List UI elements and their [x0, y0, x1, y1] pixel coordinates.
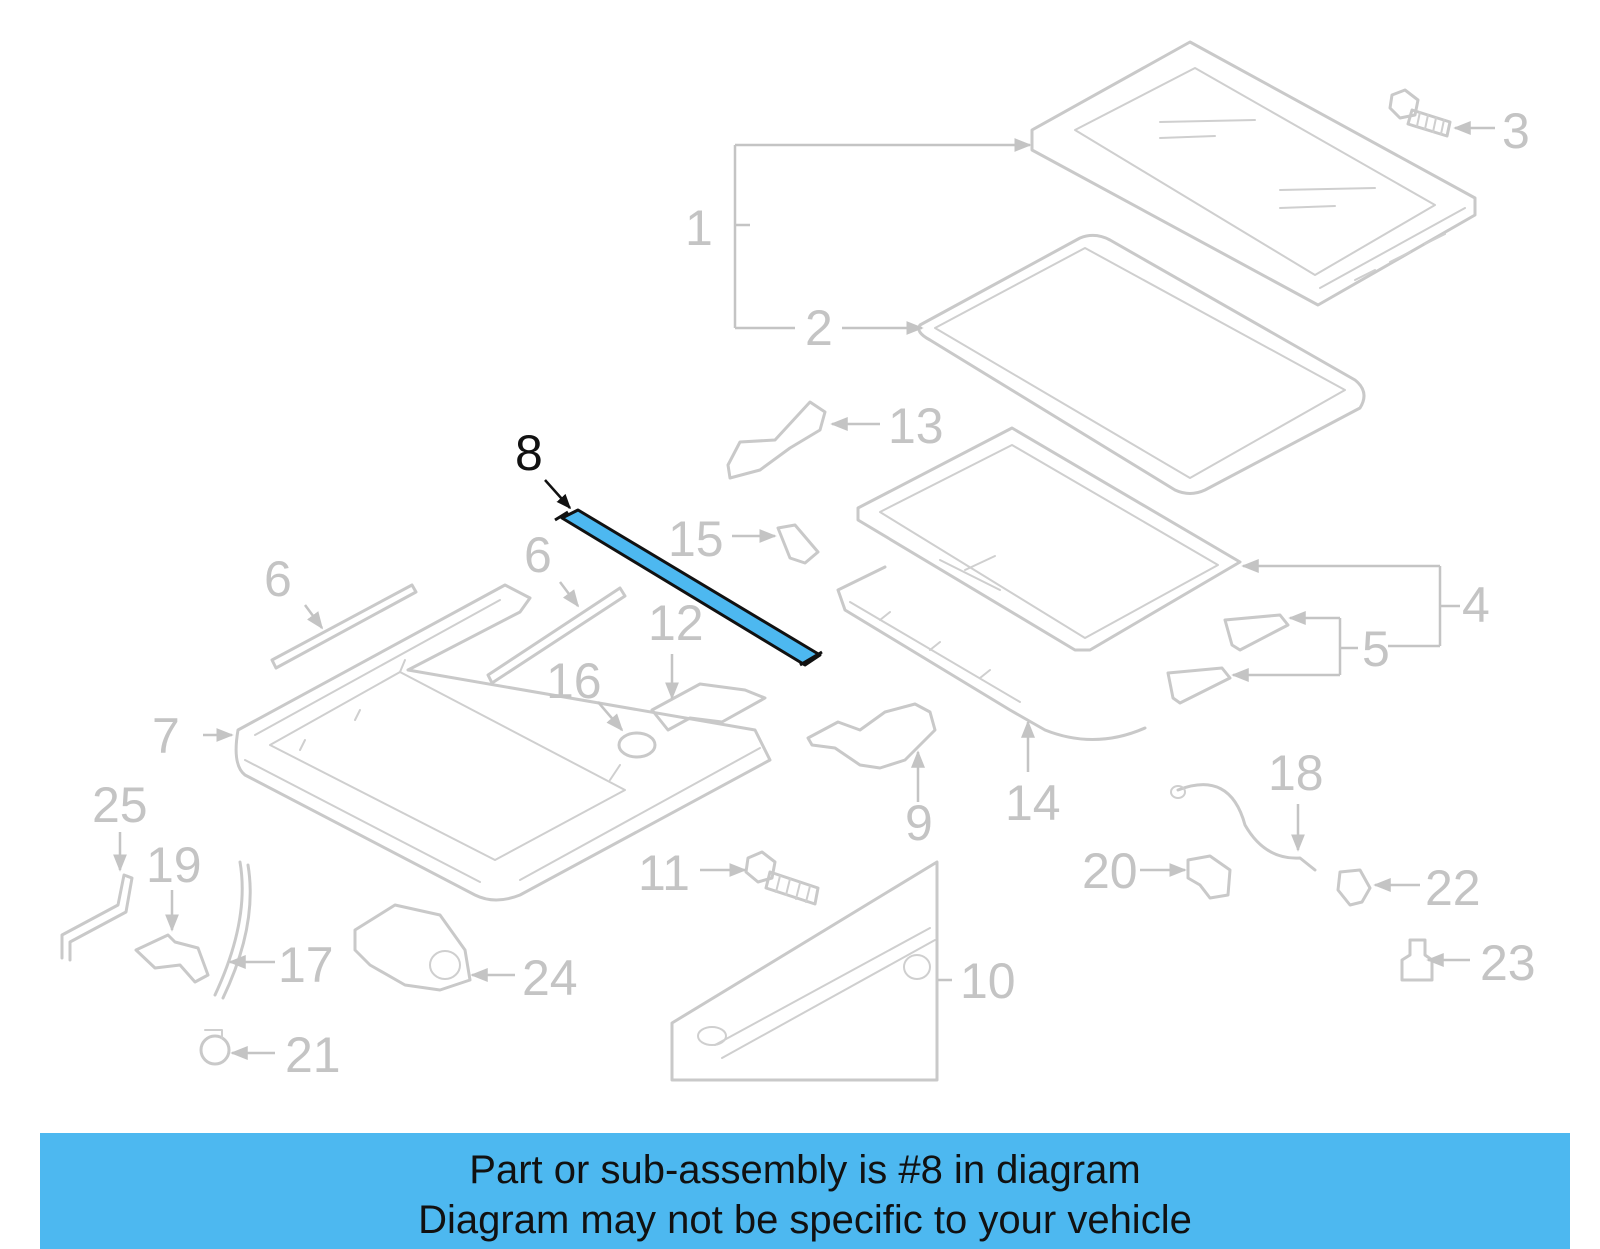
- part-7-frame: [234, 583, 772, 902]
- leader-lines: [113, 121, 1495, 1060]
- part-19-clip: [134, 933, 210, 984]
- part-6-rails: [270, 583, 627, 685]
- part-15-clip: [776, 523, 820, 565]
- callout-19: 19: [146, 837, 202, 893]
- part-8-rail-highlighted[interactable]: [554, 508, 823, 667]
- callout-6b: 6: [524, 527, 552, 583]
- part-24-motor: [353, 903, 472, 992]
- part-5-guides: [1166, 613, 1290, 705]
- callout-12: 12: [648, 595, 704, 651]
- part-12-bracket: [650, 682, 767, 732]
- part-20-clip: [1186, 854, 1232, 900]
- banner-line-1: Part or sub-assembly is #8 in diagram: [469, 1148, 1141, 1192]
- callout-1: 1: [685, 200, 713, 256]
- part-22-cap: [1336, 868, 1372, 907]
- callout-18: 18: [1268, 745, 1324, 801]
- part-13-clip: [726, 400, 827, 480]
- callout-4: 4: [1462, 577, 1490, 633]
- callout-2: 2: [805, 300, 833, 356]
- callout-5: 5: [1362, 621, 1390, 677]
- callout-9: 9: [905, 795, 933, 851]
- callout-labels: 1 2 3 4 5 6 6 7 8 9 10 11 12 13 14 15 16…: [92, 103, 1536, 1083]
- part-23-grommet: [1400, 938, 1434, 982]
- part-4-sunshade: [856, 426, 1242, 652]
- callout-11: 11: [638, 845, 690, 901]
- part-2-seal: [917, 233, 1366, 495]
- callout-17: 17: [278, 937, 334, 993]
- part-1-glass-panel: [1030, 40, 1477, 307]
- part-25-hose: [60, 873, 134, 962]
- part-9-bracket: [806, 702, 937, 770]
- callout-22: 22: [1425, 860, 1481, 916]
- callout-23: 23: [1480, 935, 1536, 991]
- banner-line-2: Diagram may not be specific to your vehi…: [418, 1198, 1192, 1242]
- part-18-hose: [1170, 783, 1317, 872]
- callout-14: 14: [1005, 775, 1061, 831]
- callout-21: 21: [285, 1027, 341, 1083]
- callout-3: 3: [1502, 103, 1530, 159]
- info-banner: Part or sub-assembly is #8 in diagram Di…: [40, 1133, 1570, 1249]
- parts-diagram: 1 2 3 4 5 6 6 7 8 9 10 11 12 13 14 15 16…: [60, 40, 1536, 1083]
- callout-13: 13: [888, 398, 944, 454]
- callout-6a: 6: [264, 551, 292, 607]
- callout-16: 16: [546, 653, 602, 709]
- part-17-hose: [213, 860, 252, 1000]
- callout-10: 10: [960, 953, 1016, 1009]
- part-21-connector: [199, 1029, 231, 1066]
- callout-24: 24: [522, 950, 578, 1006]
- callout-7: 7: [152, 708, 180, 764]
- callout-8: 8: [515, 425, 543, 481]
- part-10-inset-box: [670, 860, 939, 1082]
- callout-25: 25: [92, 777, 148, 833]
- callout-20: 20: [1082, 843, 1138, 899]
- callout-15: 15: [668, 511, 724, 567]
- part-3-bolt: [1388, 88, 1452, 138]
- part-11-bolt: [744, 850, 820, 906]
- part-16-cap: [617, 731, 657, 759]
